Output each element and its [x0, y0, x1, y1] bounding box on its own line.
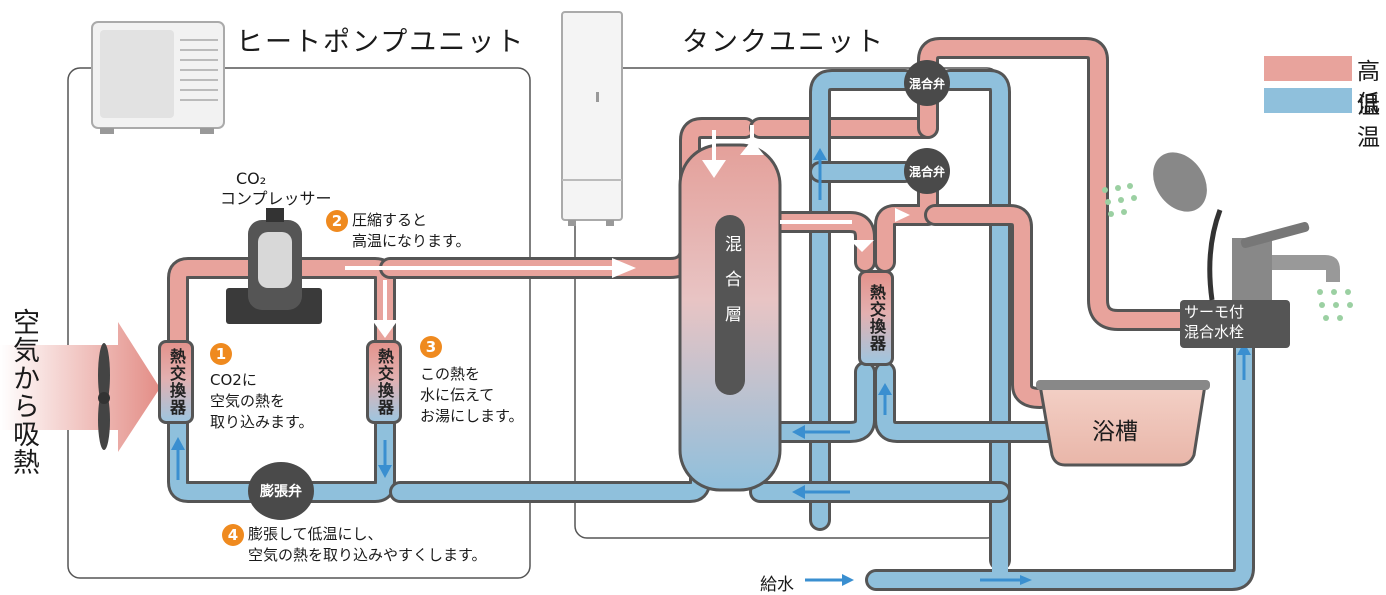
mixing-valve-top: 混合弁 — [904, 60, 950, 106]
cold-flow-arrows — [171, 148, 1251, 585]
heat-exchanger-right: 熱交換器 — [858, 270, 894, 366]
mixing-valve-bottom: 混合弁 — [904, 148, 950, 194]
legend-hot-swatch — [1264, 56, 1352, 81]
compressor — [226, 208, 322, 324]
air-heat-absorption-label: 空気から吸熱 — [8, 308, 39, 476]
spray-dots — [1102, 183, 1353, 321]
faucet-label-line1: サーモ付 — [1184, 303, 1245, 321]
heat-exchanger-left: 熱交換器 — [158, 340, 194, 424]
outdoor-unit — [91, 21, 225, 134]
step-4-badge: 4 — [222, 524, 244, 546]
compressor-label-line1: CO₂ — [236, 169, 267, 188]
step-3-line3: お湯にします。 — [420, 407, 524, 425]
step-1-badge: 1 — [210, 343, 232, 365]
faucet-fixture — [1153, 152, 1340, 348]
heat-exchanger-middle: 熱交換器 — [366, 340, 402, 424]
tank-unit-appliance — [561, 11, 623, 226]
step-1-line3: 取り込みます。 — [210, 413, 314, 431]
compressor-label-line2: コンプレッサー — [220, 189, 332, 208]
mixing-layer-label: 混合層 — [721, 235, 741, 340]
step-2-line2: 高温になります。 — [352, 232, 471, 250]
heat-exchanger-left-label: 熱交換器 — [167, 348, 186, 416]
step-3-line1: この熱を — [420, 365, 481, 383]
water-supply-label: 給水 — [760, 575, 794, 595]
step-3-line2: 水に伝えて — [420, 386, 495, 404]
legend-cold-label: 低温 — [1357, 91, 1380, 151]
mixing-layer-core — [715, 215, 745, 395]
faucet-label-line2: 混合水栓 — [1184, 323, 1245, 341]
tank-unit-title: タンクユニット — [682, 27, 885, 58]
heat-exchanger-middle-label: 熱交換器 — [375, 348, 394, 416]
heat-pump-unit-title: ヒートポンプユニット — [236, 27, 526, 58]
legend-hot-label: 高温 — [1357, 59, 1380, 119]
step-4-line1: 膨張して低温にし、 — [248, 525, 383, 543]
heat-exchanger-right-label: 熱交換器 — [867, 284, 886, 352]
bathtub-shape — [1036, 380, 1210, 467]
bathtub-label: 浴槽 — [1092, 419, 1138, 445]
step-2-badge: 2 — [326, 210, 348, 232]
heat-pump-unit-box — [67, 67, 531, 579]
step-1-line2: 空気の熱を — [210, 392, 286, 410]
air-intake-arrow — [0, 322, 160, 452]
step-2-line1: 圧縮すると — [352, 211, 428, 229]
legend-cold-swatch — [1264, 88, 1352, 113]
step-4-line2: 空気の熱を取り込みやすくします。 — [248, 546, 487, 564]
fan-icon — [98, 343, 110, 450]
expansion-valve: 膨張弁 — [248, 462, 314, 520]
step-1-line1: CO2に — [210, 371, 257, 389]
step-3-badge: 3 — [420, 336, 442, 358]
